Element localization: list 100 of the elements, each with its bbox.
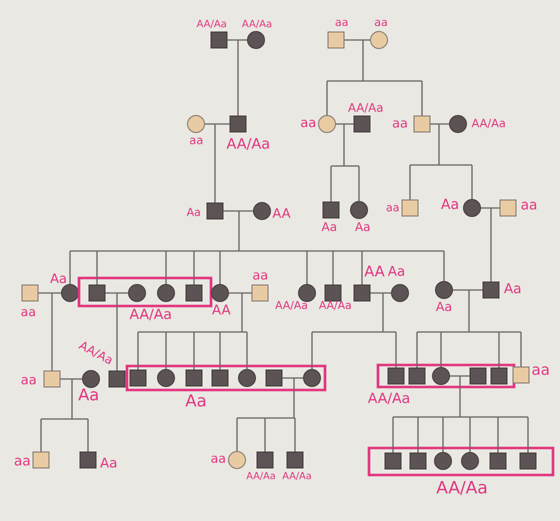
genotype-label: aa xyxy=(521,202,536,210)
genotype-label: AA/Aa xyxy=(242,20,272,28)
descent-line xyxy=(326,39,423,82)
child-line xyxy=(137,332,139,370)
marriage-line xyxy=(282,377,303,379)
male-symbol xyxy=(266,370,282,386)
child-line xyxy=(219,332,221,370)
child-line xyxy=(443,251,445,281)
genotype-label: AA/Aa xyxy=(282,472,311,480)
female-symbol xyxy=(461,452,479,470)
child-line xyxy=(264,418,266,452)
child-line xyxy=(520,332,522,366)
genotype-label: aa xyxy=(374,20,387,26)
genotype-label: Aa xyxy=(322,222,336,232)
genotype-label: aa xyxy=(336,20,348,26)
genotype-label: Aa xyxy=(185,394,206,407)
child-line xyxy=(332,251,334,284)
genotype-label: AA/Aa xyxy=(226,138,269,150)
descent-line xyxy=(214,124,216,202)
genotype-label: aa xyxy=(253,272,267,280)
descent-line xyxy=(409,123,473,166)
descent-line xyxy=(69,210,445,252)
genotype-label: Aa xyxy=(388,266,404,276)
marriage-line xyxy=(336,123,354,125)
genotype-label: aa xyxy=(190,138,202,144)
genotype-label: Aa xyxy=(504,283,520,294)
descent-line xyxy=(392,375,529,418)
male-symbol xyxy=(186,284,202,302)
male-symbol xyxy=(408,368,426,384)
genotype-label: aa xyxy=(532,366,549,375)
genotype-label: Aa xyxy=(50,273,66,284)
descent-line xyxy=(137,292,248,333)
child-line xyxy=(395,332,397,368)
descent-line xyxy=(311,292,397,333)
genotype-label: AA/Aa xyxy=(319,301,351,310)
marriage-line xyxy=(430,123,449,125)
male-symbol xyxy=(384,452,402,470)
female-symbol xyxy=(238,369,256,387)
genotype-label: AA/Aa xyxy=(436,481,486,495)
genotype-label: Aa xyxy=(441,198,458,210)
marriage-line xyxy=(344,39,370,41)
male-symbol xyxy=(130,370,146,386)
child-line xyxy=(471,165,473,199)
child-line xyxy=(469,417,471,452)
marriage-line xyxy=(450,375,470,377)
male-symbol xyxy=(470,368,486,384)
genotype-label: aa xyxy=(386,205,398,212)
marriage-line xyxy=(370,292,391,294)
genotype-label: AA xyxy=(212,304,231,314)
genotype-label: Aa xyxy=(100,458,116,468)
descent-line xyxy=(416,289,522,333)
child-line xyxy=(246,332,248,369)
child-line xyxy=(96,251,98,284)
male-symbol xyxy=(186,370,202,386)
genotype-label: AA/Aa xyxy=(275,301,307,310)
male-symbol xyxy=(490,452,506,470)
genotype-label: AA/Aa xyxy=(368,392,409,404)
female-symbol xyxy=(128,284,146,302)
marriage-line xyxy=(224,210,253,212)
descent-line xyxy=(51,293,53,370)
genotype-label: AA/Aa xyxy=(196,20,226,28)
child-line xyxy=(193,332,195,370)
child-line xyxy=(498,332,500,368)
male-symbol xyxy=(88,284,106,302)
marriage-line xyxy=(229,292,252,294)
male-symbol xyxy=(490,368,508,384)
child-line xyxy=(326,81,328,115)
child-line xyxy=(421,81,423,116)
marriage-line xyxy=(228,39,247,41)
child-line xyxy=(165,332,167,369)
genotype-label: AA/Aa xyxy=(472,118,505,128)
female-symbol xyxy=(434,452,452,470)
marriage-line xyxy=(38,292,61,294)
genotype-label: aa xyxy=(14,458,30,466)
child-line xyxy=(361,251,363,284)
male-symbol xyxy=(410,452,426,470)
child-line xyxy=(40,419,42,452)
genotype-label: AA xyxy=(364,266,385,276)
male-symbol xyxy=(388,368,404,384)
child-line xyxy=(306,251,308,284)
child-line xyxy=(527,417,529,452)
descent-line xyxy=(40,378,89,420)
genotype-label: aa xyxy=(301,120,316,128)
descent-line xyxy=(116,293,118,370)
child-line xyxy=(236,418,238,451)
genotype-label: Aa xyxy=(355,222,370,232)
genotype-label: Aa xyxy=(78,388,98,401)
genotype-label: aa xyxy=(22,376,36,384)
marriage-line xyxy=(205,123,230,125)
child-line xyxy=(497,417,499,452)
male-symbol xyxy=(520,452,536,470)
marriage-line xyxy=(481,207,500,209)
descent-line xyxy=(236,377,296,419)
male-symbol xyxy=(212,370,228,386)
marriage-line xyxy=(60,378,82,380)
genotype-label: AA/Aa xyxy=(246,472,275,480)
child-line xyxy=(165,251,167,284)
genotype-label: aa xyxy=(211,456,225,463)
descent-line xyxy=(490,208,492,282)
child-line xyxy=(409,165,411,200)
